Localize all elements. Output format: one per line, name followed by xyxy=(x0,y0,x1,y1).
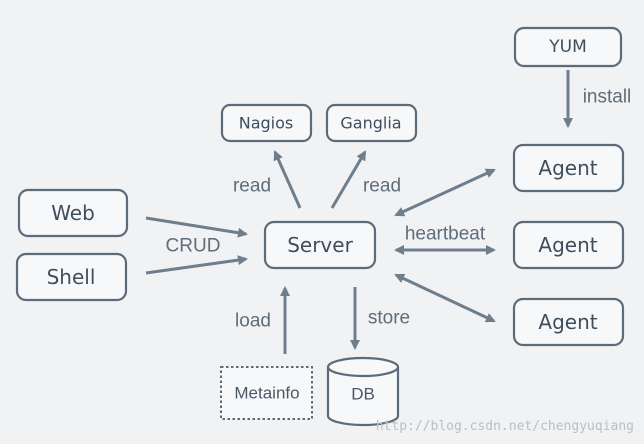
node-web-label: Web xyxy=(51,201,95,225)
node-agent-2: Agent xyxy=(512,220,625,270)
edge-crud-label: CRUD xyxy=(166,236,221,257)
node-ganglia: Ganglia xyxy=(325,103,418,143)
edge-shell-server-arrow xyxy=(145,255,248,275)
edge-read-ganglia-label: read xyxy=(363,176,401,197)
node-nagios: Nagios xyxy=(220,103,313,143)
edge-read-nagios-arrow xyxy=(273,150,302,209)
edge-server-agent-3-arrow xyxy=(394,273,496,323)
node-shell: Shell xyxy=(15,252,128,302)
edge-load-label: load xyxy=(235,311,271,332)
node-db-label: DB xyxy=(351,385,375,404)
node-db: DB xyxy=(326,356,400,427)
node-ganglia-label: Ganglia xyxy=(340,114,401,133)
node-metainfo-label: Metainfo xyxy=(234,384,299,403)
node-nagios-label: Nagios xyxy=(239,114,294,133)
node-server: Server xyxy=(263,220,377,270)
node-agent-1: Agent xyxy=(512,143,625,193)
node-server-label: Server xyxy=(287,233,353,257)
edge-store-label: store xyxy=(368,308,410,329)
edge-server-agent-1-arrow xyxy=(394,168,496,217)
edge-read-nagios-label: read xyxy=(233,176,271,197)
edge-install-label: install xyxy=(583,87,632,108)
node-yum-label: YUM xyxy=(548,37,587,57)
node-agent-3: Agent xyxy=(512,297,625,347)
node-agent-2-label: Agent xyxy=(538,233,597,257)
node-web: Web xyxy=(17,188,129,238)
edge-read-ganglia-arrow xyxy=(330,150,367,209)
watermark-text: http://blog.csdn.net/chengyuqiang xyxy=(376,419,634,434)
node-agent-1-label: Agent xyxy=(538,156,597,180)
node-metainfo: Metainfo xyxy=(220,366,313,420)
node-agent-3-label: Agent xyxy=(538,310,597,334)
edge-heartbeat-label: heartbeat xyxy=(405,224,486,245)
node-shell-label: Shell xyxy=(47,265,96,289)
edge-web-server-arrow xyxy=(145,216,248,238)
node-yum: YUM xyxy=(513,26,623,68)
